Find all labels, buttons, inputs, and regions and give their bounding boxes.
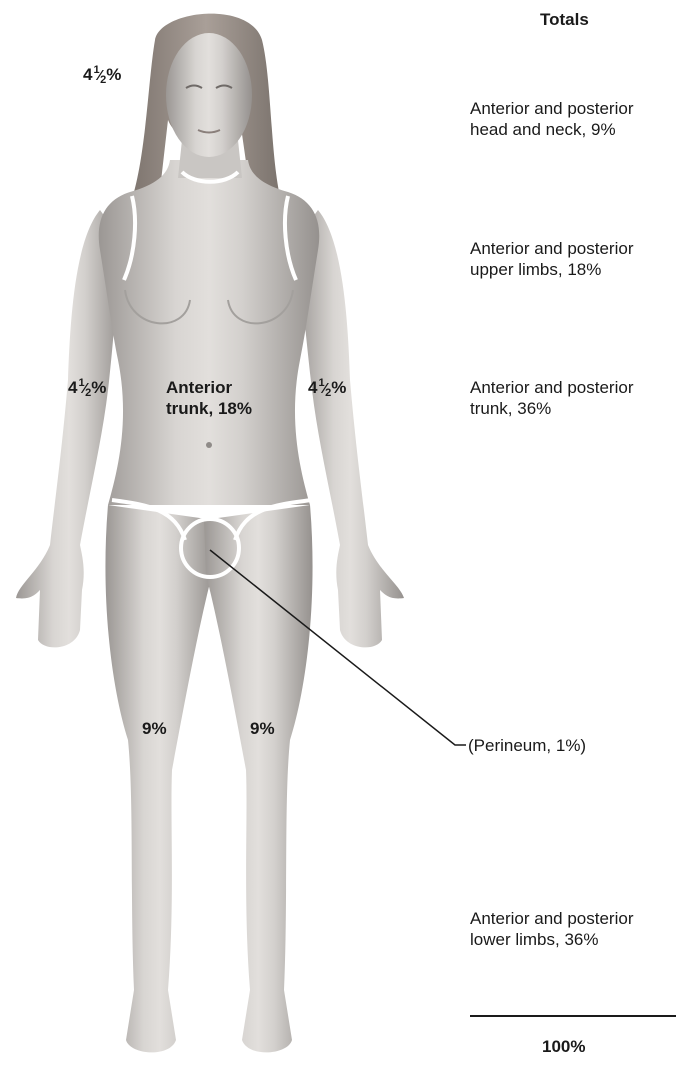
trunk-label-line1: Anterior [166, 377, 252, 398]
right-leg [105, 505, 214, 1052]
total-lower-limbs-line1: Anterior and posterior [470, 908, 633, 929]
total-head-neck-line2: head and neck, 9% [470, 119, 633, 140]
total-trunk-line1: Anterior and posterior [470, 377, 633, 398]
left-arm-percent-label: 41⁄2% [308, 373, 346, 404]
trunk-label-line2: trunk, 18% [166, 398, 252, 419]
totals-heading: Totals [540, 9, 589, 30]
head-unit: % [106, 65, 121, 84]
total-upper-limbs-line2: upper limbs, 18% [470, 259, 633, 280]
total-head-neck: Anterior and posterior head and neck, 9% [470, 98, 633, 140]
total-head-neck-line1: Anterior and posterior [470, 98, 633, 119]
grand-total: 100% [542, 1036, 585, 1057]
left-arm-whole: 4 [308, 378, 317, 397]
head-whole: 4 [83, 65, 92, 84]
left-leg-percent-label: 9% [250, 718, 275, 739]
right-arm-unit: % [91, 378, 106, 397]
total-lower-limbs: Anterior and posterior lower limbs, 36% [470, 908, 633, 950]
right-arm-whole: 4 [68, 378, 77, 397]
face [166, 33, 252, 157]
trunk-label: Anterior trunk, 18% [166, 377, 252, 419]
total-trunk: Anterior and posterior trunk, 36% [470, 377, 633, 419]
total-upper-limbs-line1: Anterior and posterior [470, 238, 633, 259]
totals-rule [470, 1015, 676, 1017]
right-arm-percent-label: 41⁄2% [68, 373, 106, 404]
navel [206, 442, 212, 448]
total-lower-limbs-line2: lower limbs, 36% [470, 929, 633, 950]
head-percent-label: 41⁄2% [83, 60, 121, 91]
left-leg [204, 505, 313, 1052]
right-leg-percent-label: 9% [142, 718, 167, 739]
perineum-label: (Perineum, 1%) [468, 735, 586, 756]
left-arm-unit: % [331, 378, 346, 397]
total-upper-limbs: Anterior and posterior upper limbs, 18% [470, 238, 633, 280]
total-trunk-line2: trunk, 36% [470, 398, 633, 419]
